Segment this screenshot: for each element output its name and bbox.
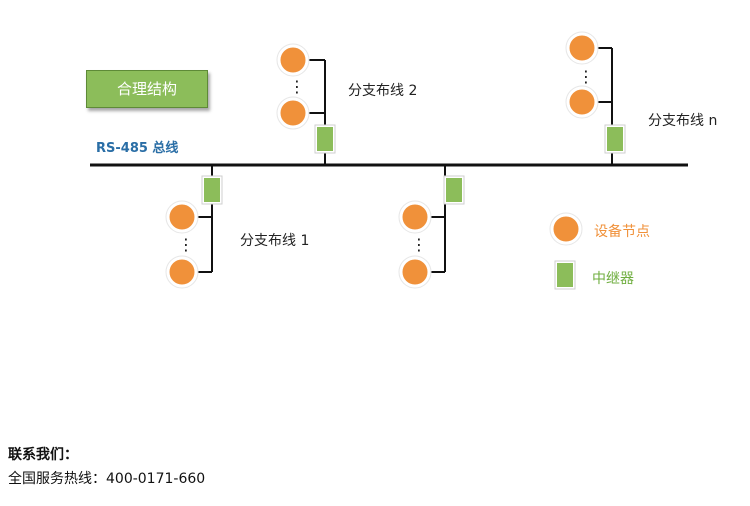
legend-repeater-icon bbox=[555, 261, 575, 289]
branch-2-label: 分支布线 2 bbox=[348, 83, 418, 99]
service-hotline: 全国服务热线：400-0171-660 bbox=[8, 471, 206, 487]
legend-node-label: 设备节点 bbox=[594, 224, 650, 240]
ellipsis-dots: ⋮ bbox=[289, 77, 305, 96]
legend-repeater-label: 中继器 bbox=[592, 271, 634, 287]
legend bbox=[549, 212, 583, 290]
device-node-icon bbox=[399, 256, 431, 288]
branch-2: ⋮ bbox=[276, 43, 336, 165]
ellipsis-dots: ⋮ bbox=[578, 67, 594, 86]
branch-3: ⋮ bbox=[398, 165, 465, 289]
device-node-icon bbox=[399, 201, 431, 233]
repeater-icon bbox=[444, 176, 464, 204]
branch-1: ⋮ bbox=[165, 165, 223, 289]
ellipsis-dots: ⋮ bbox=[178, 235, 194, 254]
device-node-icon bbox=[277, 97, 309, 129]
device-node-icon bbox=[566, 32, 598, 64]
structure-title-box: 合理结构 bbox=[86, 70, 208, 108]
repeater-icon bbox=[202, 176, 222, 204]
branch-1-label: 分支布线 1 bbox=[240, 233, 310, 249]
branch-n-label: 分支布线 n bbox=[648, 113, 718, 129]
device-node-icon bbox=[277, 44, 309, 76]
device-node-icon bbox=[166, 201, 198, 233]
legend-node-icon bbox=[550, 213, 582, 245]
repeater-icon bbox=[605, 125, 625, 153]
contact-section: 联系我们： 全国服务热线：400-0171-660 bbox=[8, 444, 205, 488]
device-node-icon bbox=[566, 86, 598, 118]
ellipsis-dots: ⋮ bbox=[411, 235, 427, 254]
branch-n: ⋮ bbox=[565, 31, 626, 165]
device-node-icon bbox=[166, 256, 198, 288]
bus-label: RS-485 总线 bbox=[96, 141, 179, 156]
contact-heading: 联系我们： bbox=[8, 447, 78, 463]
repeater-icon bbox=[315, 125, 335, 153]
